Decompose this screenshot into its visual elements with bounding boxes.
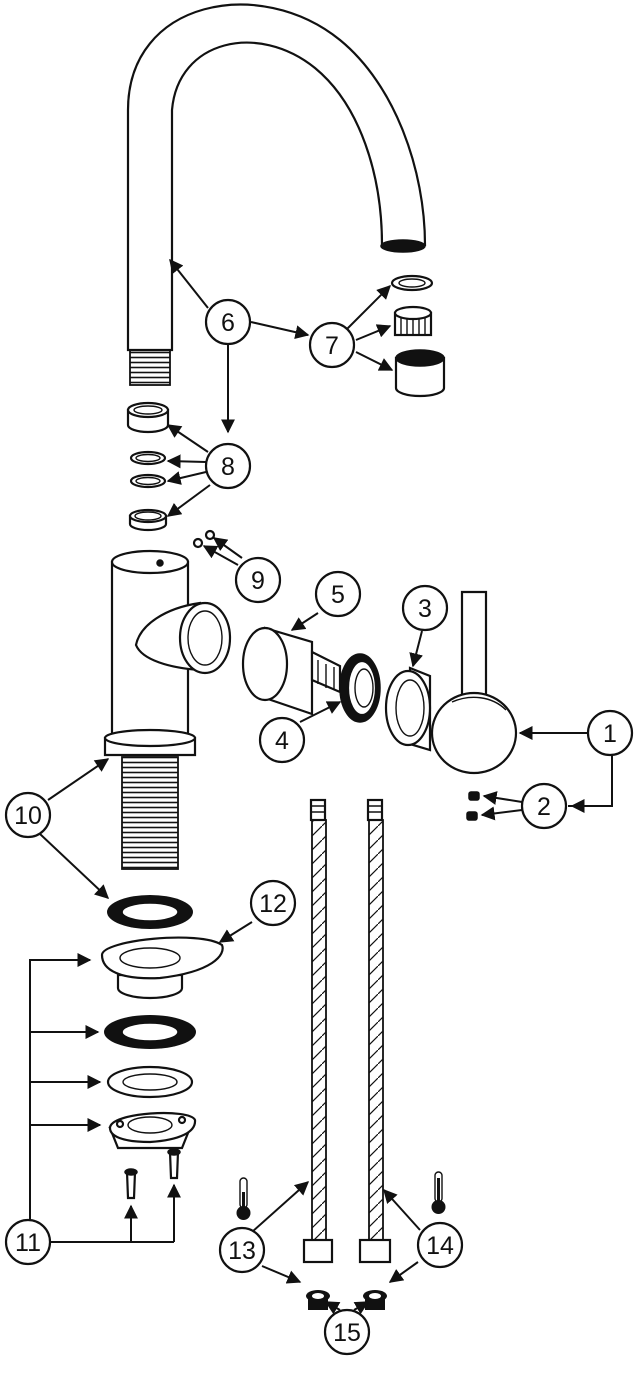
aerator-housing — [394, 349, 446, 398]
hose-hot — [358, 798, 392, 1264]
leader-lines — [29, 258, 613, 1315]
callout-label: 3 — [418, 595, 432, 623]
spout — [126, 3, 427, 386]
spout-ring-lower — [128, 508, 168, 532]
callout-label: 10 — [14, 802, 42, 830]
callout-2: 2 — [520, 782, 568, 830]
callout-12: 12 — [249, 879, 297, 927]
spout-ring-upper — [126, 401, 170, 434]
callout-1: 1 — [586, 709, 634, 757]
callout-11: 11 — [4, 1218, 52, 1266]
callout-7: 7 — [308, 321, 356, 369]
callout-label: 2 — [537, 793, 551, 821]
lever-handle — [430, 590, 518, 775]
callout-label: 11 — [15, 1229, 41, 1257]
callout-label: 7 — [325, 332, 339, 360]
shroud — [384, 666, 432, 752]
spout-thread — [129, 349, 171, 386]
hose-washer-cold — [306, 1290, 330, 1310]
threaded-shank — [121, 756, 179, 870]
callout-label: 4 — [275, 727, 289, 755]
rubber-gasket — [104, 1015, 196, 1049]
spout-o-ring-2 — [129, 473, 167, 489]
callout-13: 13 — [218, 1226, 266, 1274]
fibre-washer — [106, 1065, 194, 1099]
callout-8: 8 — [204, 442, 252, 490]
callout-9: 9 — [234, 556, 282, 604]
callout-14: 14 — [416, 1221, 464, 1269]
thermometer-hot-icon — [431, 1171, 446, 1214]
callout-4: 4 — [258, 716, 306, 764]
callout-label: 12 — [259, 890, 287, 918]
spout-o-ring-1 — [129, 450, 167, 466]
callout-10: 10 — [4, 791, 52, 839]
aerator-insert — [393, 305, 433, 337]
callout-15: 15 — [323, 1308, 371, 1356]
cartridge — [241, 626, 342, 716]
aerator-washer — [390, 274, 434, 292]
base-plate — [100, 936, 224, 1000]
callout-label: 6 — [221, 309, 235, 337]
callout-label: 8 — [221, 453, 235, 481]
cartridge-nut — [339, 653, 381, 723]
hose-washer-hot — [363, 1290, 387, 1310]
callout-label: 14 — [426, 1232, 454, 1260]
callout-label: 15 — [333, 1319, 361, 1347]
callout-label: 9 — [251, 567, 265, 595]
fixing-screws — [124, 1148, 181, 1200]
callout-label: 1 — [603, 720, 617, 748]
upper-washer — [107, 895, 193, 929]
callout-label: 13 — [228, 1237, 256, 1265]
thermometer-cold-icon — [236, 1177, 251, 1220]
callout-3: 3 — [401, 584, 449, 632]
callout-5: 5 — [314, 570, 362, 618]
fixing-bracket — [108, 1111, 197, 1150]
hose-cold — [302, 798, 334, 1264]
tap-body — [103, 549, 232, 757]
grub-screws-body — [192, 529, 216, 549]
callout-6: 6 — [204, 298, 252, 346]
grub-screws-handle — [466, 791, 480, 821]
callout-label: 5 — [331, 581, 345, 609]
